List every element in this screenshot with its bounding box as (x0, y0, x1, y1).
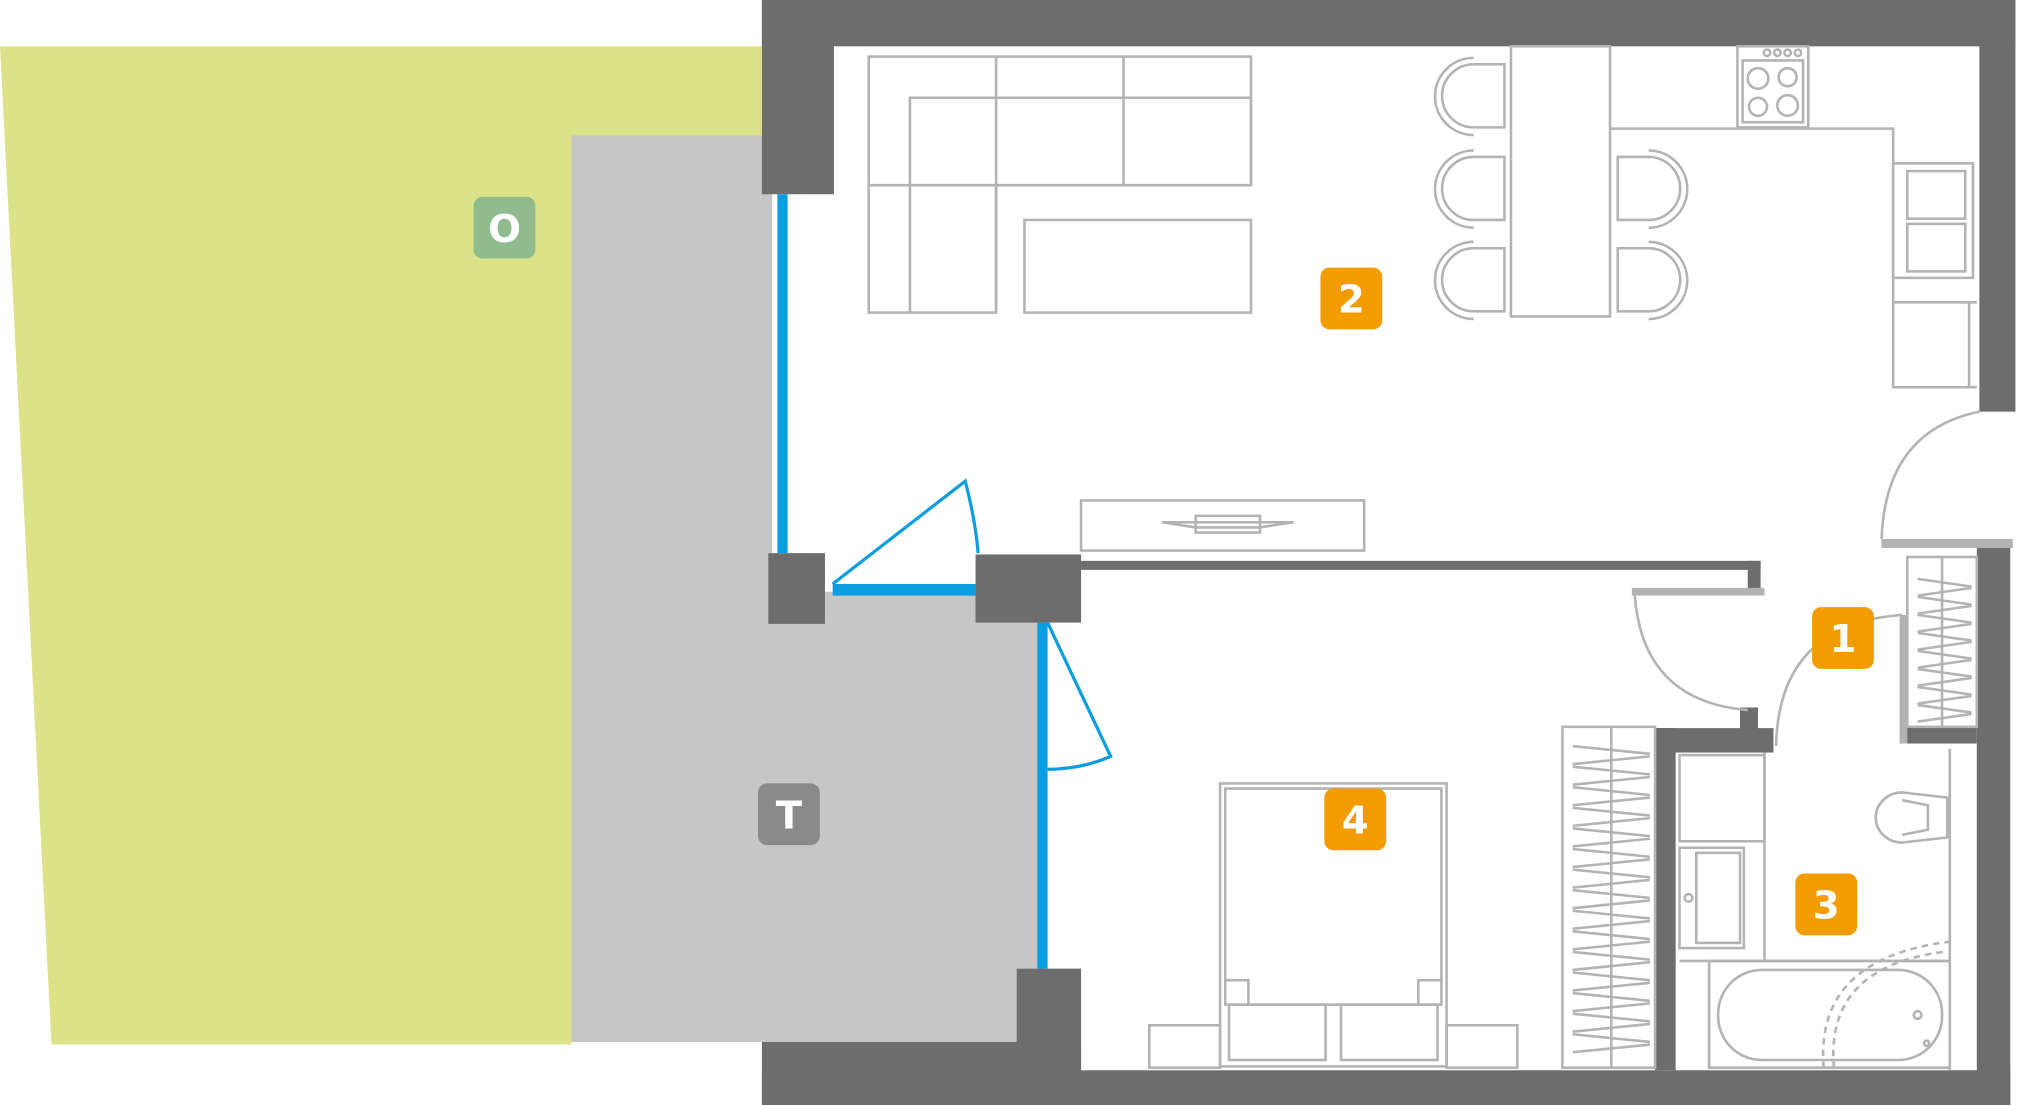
hatch-line (1572, 909, 1651, 920)
hatch-line (1572, 981, 1651, 992)
hatch-line (1917, 613, 1972, 624)
hatch-line (1572, 847, 1651, 859)
hatch-line (1917, 685, 1972, 696)
badge-room-2-label: 2 (1338, 278, 1365, 323)
hatch-line (1917, 577, 1972, 588)
hatch-line (1917, 640, 1972, 651)
furniture (867, 45, 1979, 1071)
hatch-line (1572, 1032, 1651, 1044)
badge-terrace[interactable]: T (758, 783, 820, 846)
badge-terrace-label: T (776, 793, 803, 838)
hatch-line (1572, 827, 1651, 838)
terrace-door-swing (831, 478, 980, 586)
kitchen (1610, 45, 1977, 389)
hatch-line (1572, 816, 1651, 828)
hatch-line (1572, 960, 1651, 972)
hatch-line (1572, 919, 1651, 931)
hatch-line (1917, 712, 1972, 723)
hatch-line (1572, 930, 1651, 941)
hatch-line (1917, 649, 1972, 660)
badge-room-1[interactable]: 1 (1812, 607, 1874, 669)
hatch-line (1572, 837, 1651, 848)
hatch-line (1917, 604, 1972, 615)
hatch-line (1572, 755, 1651, 766)
hatch-line (1572, 888, 1651, 900)
tv-console (1079, 499, 1366, 552)
hatch-line (1572, 950, 1651, 961)
hatch-line (1572, 878, 1651, 889)
badge-room-1-label: 1 (1830, 617, 1857, 662)
hatch-line (1572, 796, 1651, 807)
chairs (1433, 56, 1689, 321)
hatch-line (1572, 806, 1651, 817)
badge-room-3-label: 3 (1813, 883, 1840, 928)
doors (1631, 410, 2013, 747)
dining-table (1509, 45, 1612, 318)
windows (777, 194, 1113, 969)
hatch-line (1572, 744, 1651, 756)
hatch-line (1917, 631, 1972, 642)
badge-room-4-label: 4 (1342, 799, 1369, 844)
hatch-line (1572, 1022, 1651, 1033)
hatch-line (1572, 971, 1651, 982)
badge-room-2[interactable]: 2 (1320, 267, 1383, 330)
hatch-line (1572, 1002, 1651, 1013)
hatch-line (1572, 775, 1651, 786)
hatch-line (1917, 703, 1972, 714)
walls (761, 0, 2016, 1105)
hatch-line (1917, 586, 1972, 597)
badge-room-4[interactable]: 4 (1324, 788, 1387, 851)
bathroom-fixtures (1678, 748, 1952, 1071)
hatch-line (1917, 694, 1972, 705)
badge-outdoor-label: O (488, 207, 521, 252)
hatch-line (1572, 765, 1651, 776)
bedroom-door-swing (1046, 621, 1113, 771)
hatch-line (1917, 676, 1972, 687)
hatch-line (1572, 991, 1651, 1003)
hatch-line (1917, 595, 1972, 606)
hatch-line (1572, 899, 1651, 910)
badge-outdoor[interactable]: O (473, 196, 536, 259)
badge-room-3[interactable]: 3 (1795, 873, 1858, 936)
terrace-area[interactable] (571, 135, 1043, 1042)
coffee-table (1023, 218, 1253, 314)
hatch-line (1917, 658, 1972, 669)
hall-wardrobe (1906, 555, 1979, 729)
hatch-line (1572, 1012, 1651, 1023)
hatch-line (1572, 868, 1651, 879)
hatch-line (1572, 1043, 1651, 1054)
hatch-line (1917, 667, 1972, 678)
hatch-line (1572, 785, 1651, 797)
wardrobe (1561, 725, 1657, 1069)
sofa (867, 55, 1253, 314)
hatch-line (1917, 622, 1972, 633)
hatch-line (1572, 940, 1651, 951)
hatch-line (1572, 858, 1651, 869)
